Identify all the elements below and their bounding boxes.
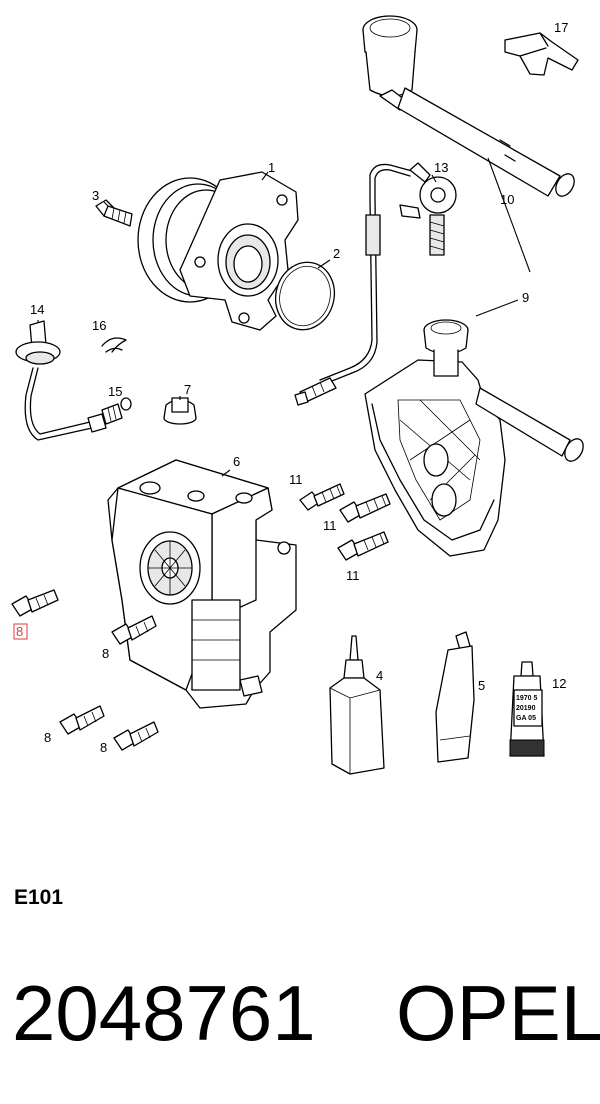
part-12-sealant-tube: 1970 5 20190 GA 05 bbox=[509, 661, 545, 757]
callout-1: 1 bbox=[268, 160, 275, 175]
callout-12: 12 bbox=[552, 676, 566, 691]
part-15-seal-ring bbox=[120, 397, 132, 411]
callout-13: 13 bbox=[434, 160, 448, 175]
part-8-bolts bbox=[11, 589, 159, 751]
callout-8: 8 bbox=[102, 646, 109, 661]
brand-name: OPEL bbox=[396, 969, 600, 1057]
part-9-bracket bbox=[364, 319, 584, 557]
part-3-bolt bbox=[95, 199, 133, 227]
callout-15: 15 bbox=[108, 384, 122, 399]
callout-11: 11 bbox=[323, 518, 337, 533]
callout-4: 4 bbox=[376, 668, 383, 683]
part-6-actuator bbox=[107, 459, 297, 709]
tube-label-line3: GA 05 bbox=[516, 715, 536, 722]
callout-16: 16 bbox=[92, 318, 106, 333]
tube-label-line2: 20190 bbox=[516, 705, 536, 712]
callout-14: 14 bbox=[30, 302, 44, 317]
hydraulic-pipe bbox=[294, 199, 381, 406]
part-16-retaining-clip bbox=[101, 337, 127, 353]
reservoir-top bbox=[362, 15, 575, 197]
callout-8: 8 bbox=[100, 740, 107, 755]
callout-8: 8 bbox=[44, 730, 51, 745]
part-14-pipe bbox=[15, 320, 123, 441]
callout-8-highlighted: 8 bbox=[16, 624, 23, 639]
callouts: 1 2 3 4 5 6 7 8 8 8 8 9 10 11 11 11 12 1… bbox=[13, 20, 568, 755]
diagram-code: E101 bbox=[14, 886, 64, 909]
callout-11: 11 bbox=[346, 568, 360, 583]
callout-11: 11 bbox=[289, 472, 303, 487]
callout-5: 5 bbox=[478, 678, 485, 693]
callout-10: 10 bbox=[500, 192, 514, 207]
part-4-fluid-bottle bbox=[329, 635, 385, 775]
exploded-parts-diagram: 1970 5 20190 GA 05 1 2 3 4 5 6 7 8 8 8 8… bbox=[11, 15, 584, 775]
tube-label-line1: 1970 5 bbox=[516, 695, 538, 702]
callout-3: 3 bbox=[92, 188, 99, 203]
part-5-grease-tube bbox=[435, 631, 475, 763]
callout-17: 17 bbox=[554, 20, 568, 35]
callout-7: 7 bbox=[184, 382, 191, 397]
callout-8-highlight-box bbox=[13, 623, 28, 640]
callout-2: 2 bbox=[333, 246, 340, 261]
part-1-release-bearing bbox=[137, 171, 299, 331]
part-13-fitting bbox=[369, 162, 457, 256]
part-7-cap bbox=[163, 397, 197, 425]
part-2-o-ring bbox=[274, 261, 336, 331]
leader-lines bbox=[37, 157, 531, 477]
part-11-bolts bbox=[299, 483, 391, 561]
callout-6: 6 bbox=[233, 454, 240, 469]
part-17-clip bbox=[504, 32, 579, 76]
callout-9: 9 bbox=[522, 290, 529, 305]
part-number: 2048761 bbox=[12, 969, 316, 1057]
